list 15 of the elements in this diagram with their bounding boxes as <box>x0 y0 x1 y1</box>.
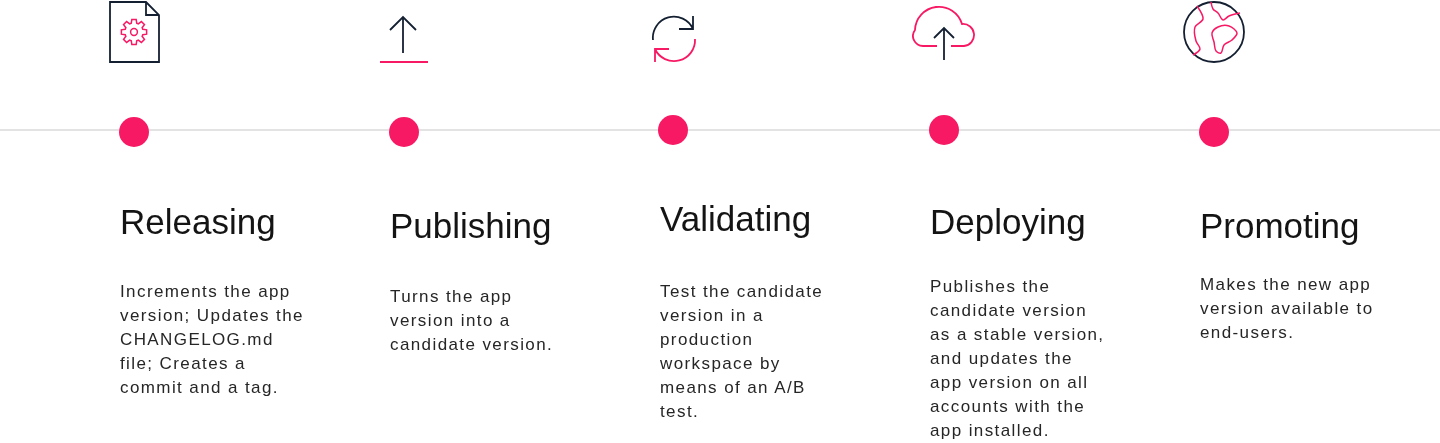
stage-heading: Promoting <box>1200 206 1360 246</box>
timeline-dot <box>119 117 149 147</box>
stage-heading: Releasing <box>120 202 276 242</box>
stage-heading: Deploying <box>930 202 1086 242</box>
timeline-dot <box>389 117 419 147</box>
stage-description: Makes the new app version available to end-users. <box>1200 274 1375 344</box>
stage-description: Increments the app version; Updates the CHANGELOG.md file; Creates a commit and a tag. <box>120 281 305 399</box>
stage-heading: Publishing <box>390 206 552 246</box>
timeline-dot <box>1199 117 1229 147</box>
stage-description: Turns the app version into a candidate version. <box>390 286 555 356</box>
timeline-dot <box>658 115 688 145</box>
stage-description: Test the candidate version in a production workspace by means of an A/B test. <box>660 281 825 423</box>
timeline-dot <box>929 115 959 145</box>
stage-heading: Validating <box>660 199 812 239</box>
stage-description: Publishes the candidate version as a stable version, and updates the app version on all accounts with the app installed. <box>930 276 1106 442</box>
